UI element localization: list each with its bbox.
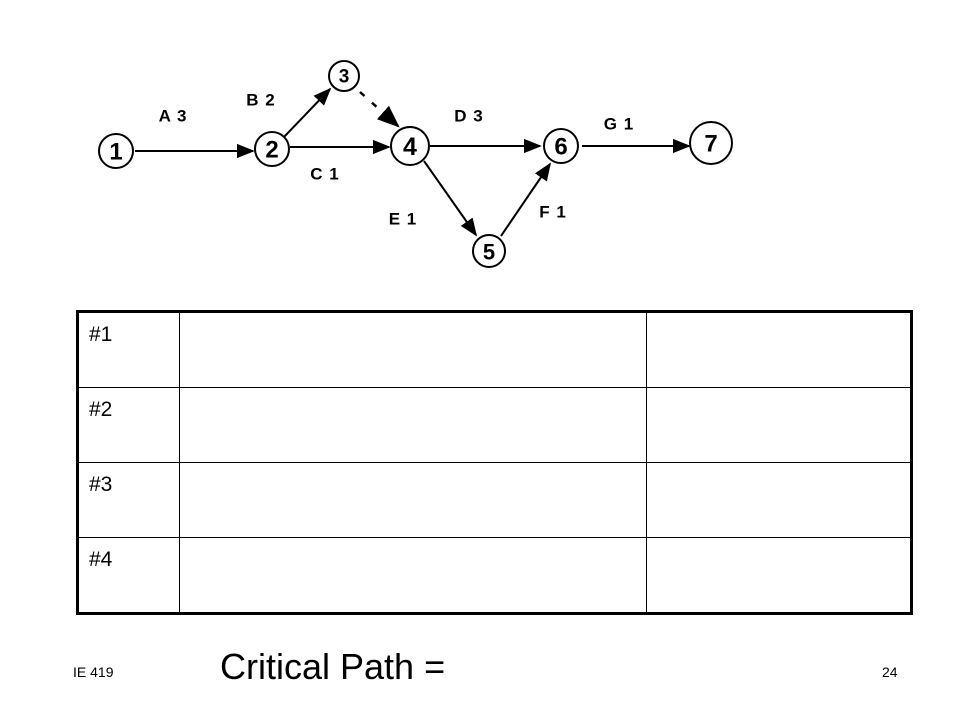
activity-label-c: C 1 <box>310 165 339 184</box>
node-3: 3 <box>328 60 360 92</box>
node-2-label: 2 <box>265 137 278 164</box>
footer-course: IE 419 <box>73 664 114 680</box>
table-row: #4 <box>76 537 913 615</box>
node-4: 4 <box>390 126 430 166</box>
network-diagram: 1 2 3 4 5 6 7 A 3 B 2 C 1 D 3 E <box>98 60 733 268</box>
paths-table: #1 #2 #3 #4 <box>76 310 913 615</box>
activity-label-d: D 3 <box>454 107 483 126</box>
activity-label-f: F 1 <box>539 203 567 222</box>
path-id-cell: #4 <box>76 537 180 615</box>
path-length-cell <box>646 462 913 538</box>
node-2: 2 <box>254 131 290 167</box>
activity-label-g: G 1 <box>604 115 634 134</box>
activity-arrow-e <box>423 160 478 237</box>
path-id-cell: #2 <box>76 387 180 463</box>
node-5: 5 <box>472 234 506 268</box>
activity-arrow-b <box>283 87 332 138</box>
path-id: #4 <box>89 548 113 571</box>
node-6-label: 6 <box>554 134 567 161</box>
path-cell <box>179 387 647 463</box>
node-1: 1 <box>98 133 134 169</box>
path-cell <box>179 537 647 615</box>
activity-label-b: B 2 <box>246 91 275 110</box>
path-length-cell <box>646 387 913 463</box>
node-6: 6 <box>543 128 579 164</box>
activity-label-a: A 3 <box>159 107 188 126</box>
node-4-label: 4 <box>403 133 417 161</box>
node-5-label: 5 <box>483 240 495 265</box>
activity-arrow-f <box>500 162 552 237</box>
path-id-cell: #3 <box>76 462 180 538</box>
table-row: #1 <box>76 310 913 388</box>
path-id-cell: #1 <box>76 310 180 388</box>
table-row: #3 <box>76 462 913 538</box>
path-cell <box>179 462 647 538</box>
path-id: #1 <box>89 323 113 346</box>
footer-page-number: 24 <box>882 664 898 680</box>
node-3-label: 3 <box>339 67 350 88</box>
dummy-activity-arrow <box>359 91 400 128</box>
path-cell <box>179 310 647 388</box>
path-length-cell <box>646 310 913 388</box>
activity-label-e: E 1 <box>389 210 418 229</box>
path-id: #2 <box>89 398 113 421</box>
node-1-label: 1 <box>109 139 122 166</box>
path-id: #3 <box>89 473 113 496</box>
critical-path-label: Critical Path = <box>220 646 446 687</box>
node-7: 7 <box>689 121 733 165</box>
node-7-label: 7 <box>704 131 717 158</box>
table-row: #2 <box>76 387 913 463</box>
path-length-cell <box>646 537 913 615</box>
